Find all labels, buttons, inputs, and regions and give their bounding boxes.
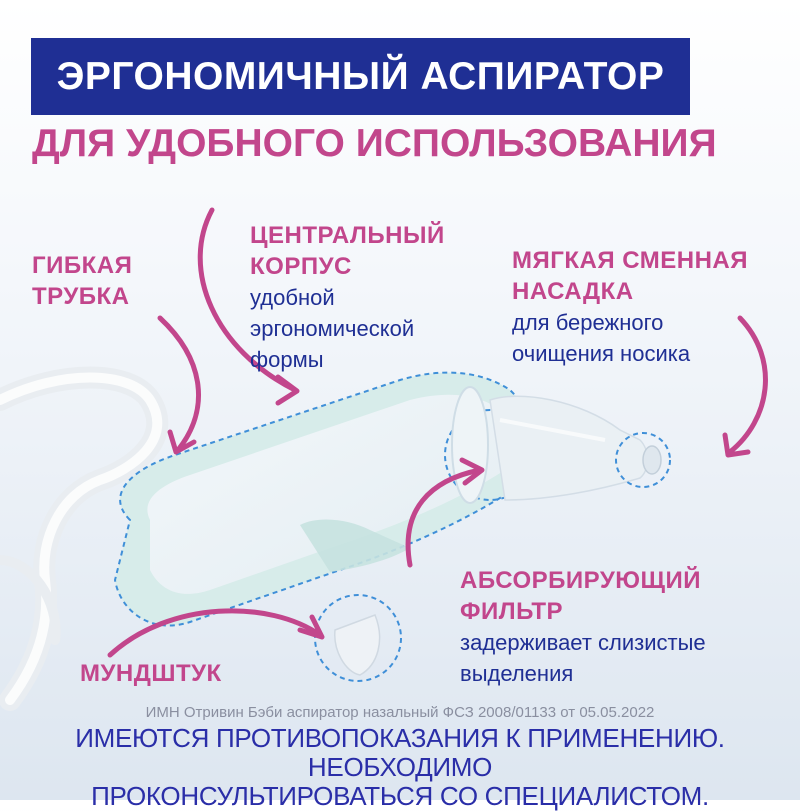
mouthpiece-arrowhead	[297, 614, 325, 640]
tube-arrowhead	[167, 429, 197, 455]
title-banner: ЭРГОНОМИЧНЫЙ АСПИРАТОР	[31, 38, 690, 115]
mouthpiece-title: МУНДШТУК	[80, 660, 222, 687]
soft-tip	[489, 395, 649, 501]
tip-arrow	[727, 315, 768, 455]
body-title-line1: ЦЕНТРАЛЬНЫЙ	[250, 222, 445, 249]
body-desc-line1: удобной	[250, 285, 335, 310]
body-desc-line2: эргономической	[250, 316, 415, 341]
registration-note: ИМН Отривин Бэби аспиратор назальный ФСЗ…	[145, 704, 655, 721]
filter-desc-line2: выделения	[460, 661, 574, 686]
page-title: ЭРГОНОМИЧНЫЙ АСПИРАТОР	[56, 54, 665, 98]
body-arrowhead	[275, 374, 300, 406]
filter-ring	[451, 386, 489, 504]
filter-title-line2: ФИЛЬТР	[460, 598, 564, 625]
tip-opening	[642, 445, 662, 475]
tip-label: МЯГКАЯ СМЕННАЯ НАСАДКА для бережного очи…	[512, 245, 748, 369]
body-title-line2: КОРПУС	[250, 253, 352, 280]
tip-highlight	[615, 432, 671, 488]
warning-text: ИМЕЮТСЯ ПРОТИВОПОКАЗАНИЯ К ПРИМЕНЕНИЮ. Н…	[0, 724, 800, 811]
tip-desc-line2: очищения носика	[512, 341, 691, 366]
tube-arrow	[157, 315, 201, 453]
mouthpiece-highlight	[314, 594, 402, 682]
tip-title-line1: МЯГКАЯ СМЕННАЯ	[512, 247, 749, 274]
body-label: ЦЕНТРАЛЬНЫЙ КОРПУС удобной эргономическо…	[250, 220, 445, 375]
tube-title-line2: ТРУБКА	[32, 283, 130, 310]
tip-desc-line1: для бережного	[512, 310, 664, 335]
body-desc-line3: формы	[250, 347, 324, 372]
mouthpiece-arrow	[107, 608, 323, 658]
tip-arrowhead	[722, 432, 751, 458]
warning-line1: ИМЕЮТСЯ ПРОТИВОПОКАЗАНИЯ К ПРИМЕНЕНИЮ. Н…	[75, 723, 725, 782]
filter-arrowhead	[459, 457, 485, 486]
mouthpiece-shape	[334, 614, 381, 676]
tube-label: ГИБКАЯ ТРУБКА	[32, 250, 132, 312]
filter-desc-line1: задерживает слизистые	[460, 630, 706, 655]
tip-title-line2: НАСАДКА	[512, 278, 634, 305]
body-arrow	[197, 207, 298, 393]
filter-label: АБСОРБИРУЮЩИЙ ФИЛЬТР задерживает слизист…	[460, 565, 706, 689]
filter-arrow	[405, 467, 483, 568]
flexible-tube	[0, 366, 169, 711]
warning-line2: ПРОКОНСУЛЬТИРОВАТЬСЯ СО СПЕЦИАЛИСТОМ.	[91, 781, 709, 811]
mouthpiece-label: МУНДШТУК	[80, 658, 222, 689]
page-subtitle: ДЛЯ УДОБНОГО ИСПОЛЬЗОВАНИЯ	[32, 122, 717, 165]
filter-title-line1: АБСОРБИРУЮЩИЙ	[460, 567, 702, 594]
tube-title-line1: ГИБКАЯ	[32, 252, 133, 279]
